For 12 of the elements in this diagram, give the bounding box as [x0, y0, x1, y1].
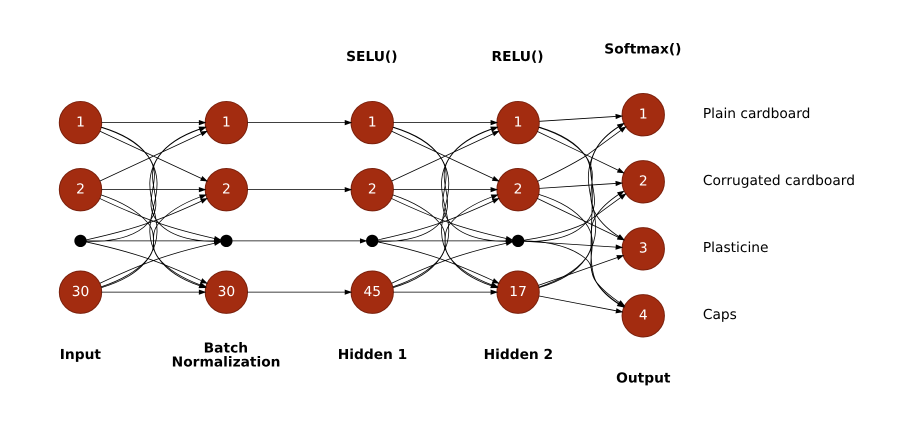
node-label: Plain cardboard — [702, 105, 810, 122]
label: RELU() — [491, 48, 544, 65]
label: Input — [60, 346, 102, 362]
node-label: Caps — [702, 306, 737, 322]
node-label: Plasticine — [702, 239, 768, 256]
label: Hidden 1 — [338, 346, 408, 362]
label: SELU() — [346, 48, 398, 65]
label: Output — [616, 370, 671, 386]
node-label: Corrugated cardboard — [702, 172, 855, 188]
label: Hidden 2 — [484, 346, 554, 362]
label: Softmax() — [604, 40, 682, 57]
label: Batch Normalization — [172, 340, 280, 370]
